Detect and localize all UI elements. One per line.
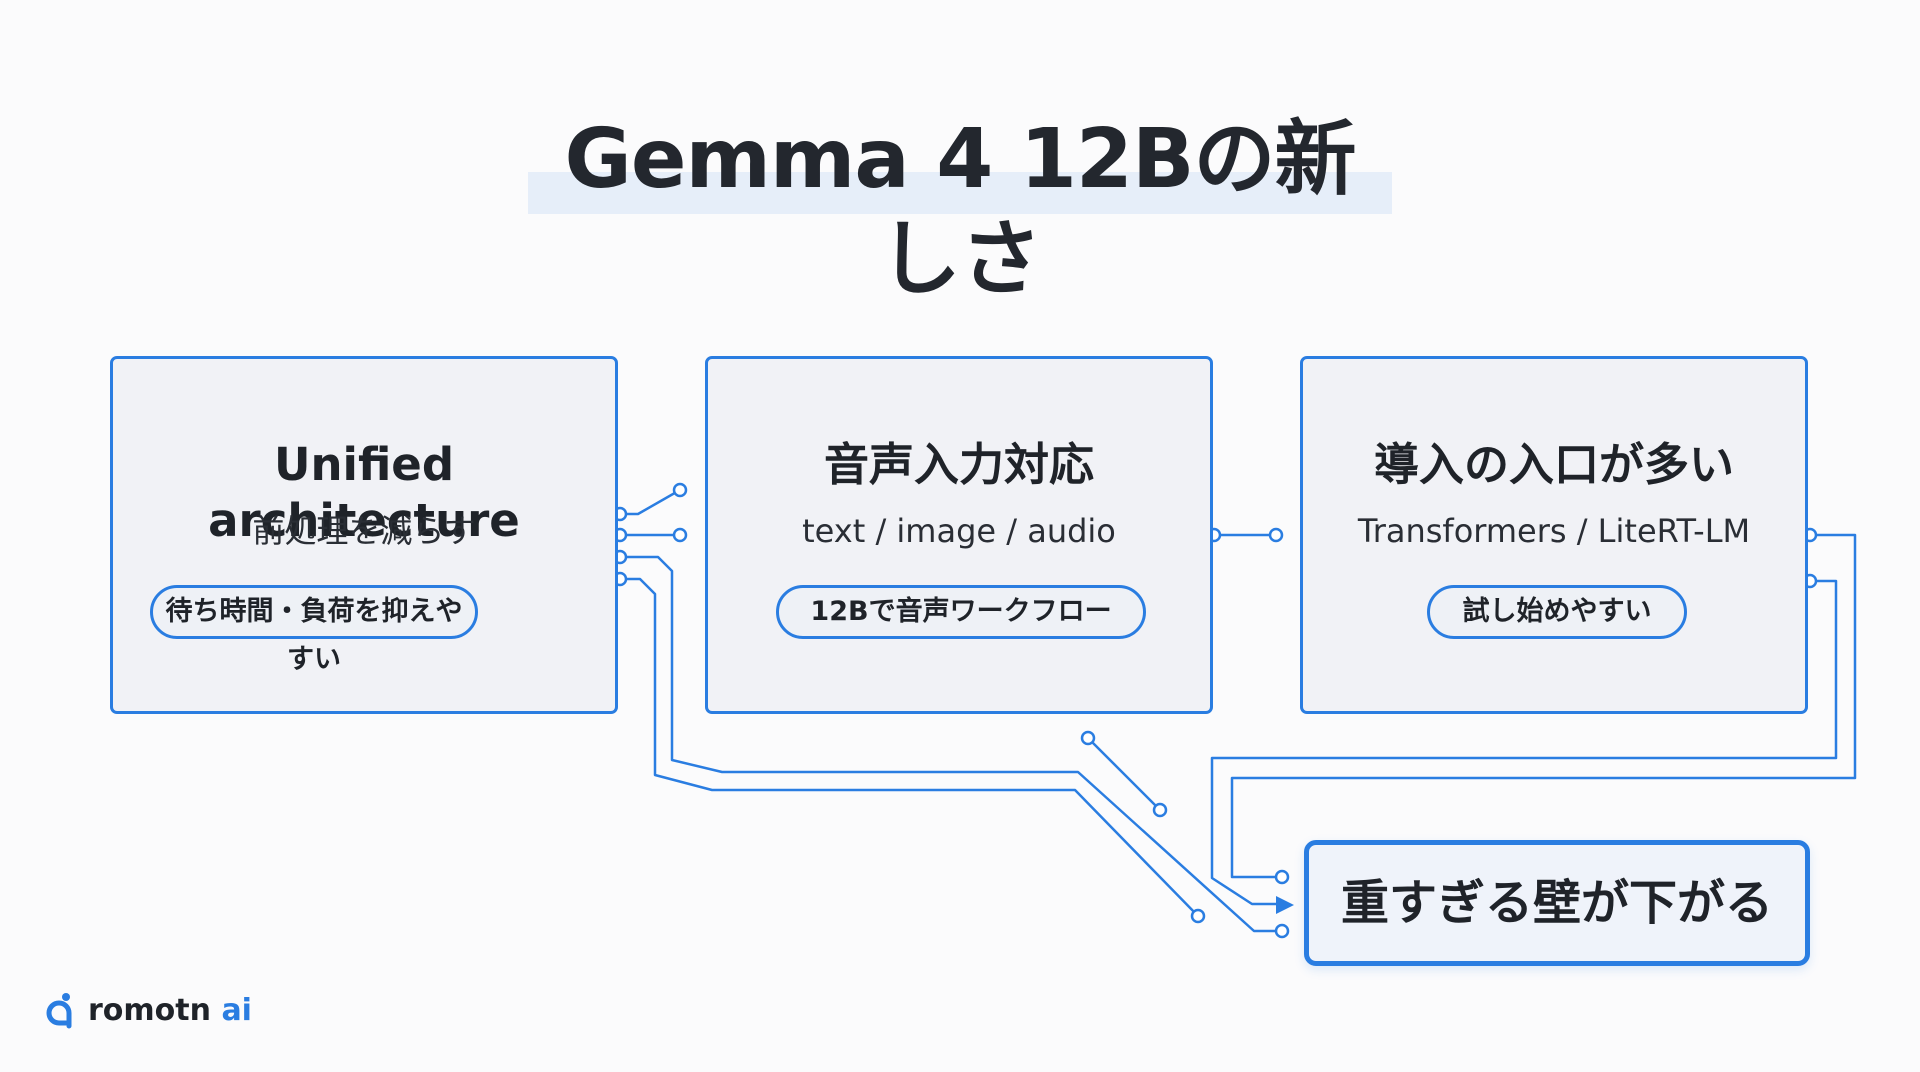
- arrow-into-result: [1276, 896, 1294, 914]
- connector-c1-upper: [620, 488, 681, 516]
- logo-mark-icon: [46, 993, 72, 1029]
- card-pill: 待ち時間・負荷を抑えやすい: [150, 585, 478, 675]
- connector-floating-trace: [1087, 737, 1161, 811]
- card-subtitle: Transformers / LiteRT-LM: [1357, 512, 1751, 550]
- node-c1-mid-end: [672, 527, 688, 543]
- card-title: 音声入力対応: [823, 438, 1094, 491]
- card-unified-architecture: Unified architecture 前処理を減らす 待ち時間・負荷を抑えや…: [110, 356, 618, 714]
- card-audio-input: 音声入力対応 text / image / audio 12Bで音声ワークフロー: [705, 356, 1213, 714]
- node-result-3: [1274, 923, 1290, 939]
- connector-c1-to-result-b: [620, 577, 1199, 917]
- page-title: Gemma 4 12Bの新しさ: [564, 112, 1357, 307]
- node-c1-upper-end: [672, 482, 688, 498]
- logo-text-accent: ai: [221, 993, 252, 1028]
- card-pill: 12Bで音声ワークフロー: [776, 585, 1146, 639]
- connector-c1-to-result-a: [620, 555, 1281, 933]
- connector-c3-to-result-a: [1230, 533, 1857, 879]
- card-subtitle: text / image / audio: [802, 512, 1116, 550]
- card-entry-points: 導入の入口が多い Transformers / LiteRT-LM 試し始めやす…: [1300, 356, 1808, 714]
- node-result-1: [1274, 869, 1290, 885]
- result-box: 重すぎる壁が下がる: [1304, 840, 1810, 966]
- node-c1-b-end: [1190, 908, 1206, 924]
- title-highlight: [528, 172, 1392, 214]
- node-trace-end: [1152, 802, 1168, 818]
- node-c3-left: [1268, 527, 1284, 543]
- card-subtitle: 前処理を減らす: [252, 512, 476, 550]
- result-label: 重すぎる壁が下がる: [1340, 875, 1773, 931]
- title-block: Gemma 4 12Bの新しさ: [528, 110, 1392, 307]
- logo-text: romotn ai: [88, 994, 252, 1028]
- logo-text-main: romotn: [88, 993, 211, 1028]
- connector-c3-to-result-b: [1210, 579, 1838, 906]
- node-trace-start: [1080, 730, 1096, 746]
- card-title: Unified architecture: [208, 438, 520, 547]
- card-title: 導入の入口が多い: [1373, 438, 1734, 491]
- card-pill: 試し始めやすい: [1427, 585, 1687, 639]
